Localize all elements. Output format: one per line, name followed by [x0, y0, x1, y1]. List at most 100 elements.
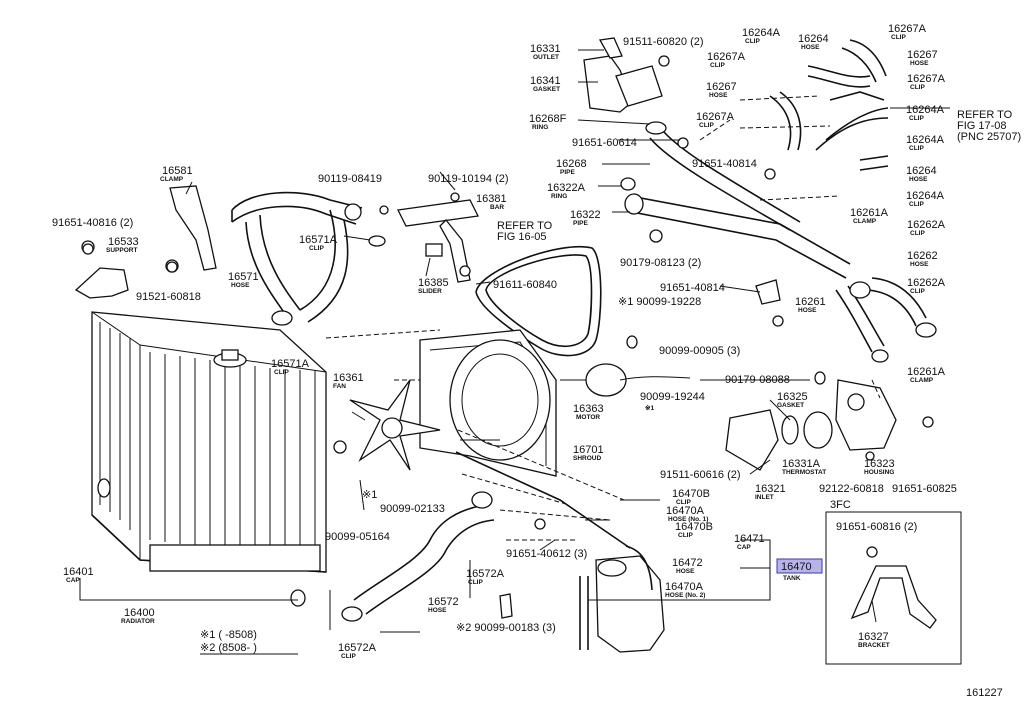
label-91651-40814-a: 91651-40814 — [692, 158, 757, 170]
label-90179-08088: 90179-08088 — [725, 374, 790, 386]
label-16261A-2: 16261A — [907, 366, 946, 378]
figure-number: 161227 — [966, 687, 1003, 699]
label-16701-name: SHROUD — [573, 455, 601, 462]
label-90179-08123: 90179-08123 (2) — [620, 257, 701, 269]
label-16264A-right-name: CLIP — [909, 115, 924, 122]
label-16262A-2: 16262A — [907, 277, 946, 289]
label-90099-00183: ※2 90099-00183 (3) — [456, 622, 556, 634]
label-16267A-left-name: CLIP — [710, 62, 725, 69]
thermostat-housing-drawing — [725, 371, 897, 471]
label-90099-02133: 90099-02133 — [380, 503, 445, 515]
label-16400-name: RADIATOR — [121, 618, 155, 625]
legend-note-1: ※1 ( -8508) — [200, 629, 257, 641]
refer-fig-1605-line2: FIG 16-05 — [497, 231, 547, 243]
reservoir-tank-drawing — [455, 451, 665, 653]
label-16331-name: OUTLET — [533, 54, 559, 61]
label-16322: 16322 — [570, 209, 601, 221]
label-16581: 16581 — [162, 165, 193, 177]
label-16471-name: CAP — [737, 544, 751, 551]
label-16267A-right: 16267A — [907, 73, 946, 85]
label-16267A-left: 16267A — [707, 51, 746, 63]
label-91651-60825: 91651-60825 — [892, 483, 957, 495]
support-and-clamp-drawing — [74, 185, 217, 299]
label-16571: 16571 — [228, 271, 259, 283]
refer-fig-1708-line3: (PNC 25707) — [957, 131, 1021, 143]
label-16267A-right-name: CLIP — [910, 84, 925, 91]
highlight-16470 — [776, 558, 823, 574]
label-16572A: 16572A — [466, 568, 505, 580]
label-16470B-2-name: CLIP — [678, 532, 693, 539]
label-16385: 16385 — [418, 277, 449, 289]
label-16701: 16701 — [573, 444, 604, 456]
label-16268: 16268 — [556, 158, 587, 170]
label-91651-40612: 91651-40612 (3) — [506, 548, 587, 560]
label-16267-left: 16267 — [706, 81, 737, 93]
label-16401-name: CAP — [66, 577, 80, 584]
label-16331A: 16331A — [782, 458, 821, 470]
label-90099-19228: ※1 90099-19228 — [618, 296, 701, 308]
label-91651-60614: 91651-60614 — [572, 137, 637, 149]
label-mark-1: ※1 — [362, 489, 377, 501]
pipes-drawing — [583, 37, 937, 363]
label-16470B: 16470B — [672, 488, 710, 500]
label-16322A: 16322A — [547, 182, 586, 194]
label-16262A-2-name: CLIP — [910, 288, 925, 295]
label-16264A-top: 16264A — [742, 27, 781, 39]
label-91511-60820: 91511-60820 (2) — [623, 36, 704, 48]
label-16327-name: BRACKET — [858, 642, 890, 649]
label-16267-right-name: HOSE — [910, 60, 929, 67]
label-16581-name: CLAMP — [160, 176, 184, 183]
label-16470A-2-name: HOSE (No. 2) — [665, 592, 705, 599]
label-90099-00905: 90099-00905 (3) — [659, 345, 740, 357]
label-16471: 16471 — [734, 533, 765, 545]
dashed-leaders — [325, 95, 881, 541]
label-16321: 16321 — [755, 483, 786, 495]
label-16470A-name: HOSE (No. 1) — [668, 516, 708, 523]
label-16341-name: GASKET — [533, 86, 560, 93]
label-16323: 16323 — [864, 458, 895, 470]
label-16572A-2: 16572A — [338, 642, 377, 654]
label-16264-top-name: HOSE — [801, 44, 820, 51]
label-16363: 16363 — [573, 403, 604, 415]
label-16264A-right2-name: CLIP — [909, 145, 924, 152]
label-16262-name: HOSE — [910, 261, 929, 268]
label-16261A: 16261A — [850, 207, 889, 219]
label-16572A-name: CLIP — [468, 579, 483, 586]
label-92122-60818: 92122-60818 — [819, 483, 884, 495]
label-16267-left-name: HOSE — [709, 92, 728, 99]
shroud-and-fan-drawing — [333, 329, 691, 477]
label-16264A-right2: 16264A — [906, 134, 945, 146]
label-16268F: 16268F — [529, 113, 567, 125]
label-16264A-right3-name: CLIP — [909, 201, 924, 208]
label-16264A-right3: 16264A — [906, 190, 945, 202]
refer-fig-1708-line1: REFER TO — [957, 109, 1013, 121]
radiator-fins — [99, 322, 316, 562]
label-16261-name: HOSE — [798, 307, 817, 314]
label-16264-right-name: HOSE — [909, 176, 928, 183]
label-16571A-2: 16571A — [271, 358, 310, 370]
label-16363-name: MOTOR — [576, 414, 600, 421]
label-16571A-2-name: CLIP — [274, 369, 289, 376]
radiator-assembly-drawing — [91, 311, 331, 630]
refer-fig-1708-line2: FIG 17-08 — [957, 120, 1007, 132]
label-16470-name: TANK — [783, 575, 801, 582]
label-16341: 16341 — [530, 75, 561, 87]
label-16571-name: HOSE — [231, 282, 250, 289]
label-16322A-name: RING — [551, 193, 567, 200]
label-16470A: 16470A — [666, 505, 705, 517]
label-16267A-left2-name: CLIP — [699, 122, 714, 129]
label-16331: 16331 — [530, 43, 561, 55]
label-16571A-name: CLIP — [309, 245, 324, 252]
leader-lines — [79, 49, 950, 633]
label-91611-60840: 91611-60840 — [493, 279, 557, 291]
label-16331A-name: THERMOSTAT — [782, 469, 826, 476]
label-16264A-right: 16264A — [906, 104, 945, 116]
label-16264A-top-name: CLIP — [745, 38, 760, 45]
label-16261A-2-name: CLAMP — [910, 377, 934, 384]
label-90099-19244-mark: ※1 — [645, 404, 654, 412]
variant-3fc-box — [825, 511, 962, 665]
label-16470B-2: 16470B — [675, 521, 713, 533]
label-16262: 16262 — [907, 250, 938, 262]
label-16472: 16472 — [672, 557, 703, 569]
label-16262A-name: CLIP — [910, 230, 925, 237]
